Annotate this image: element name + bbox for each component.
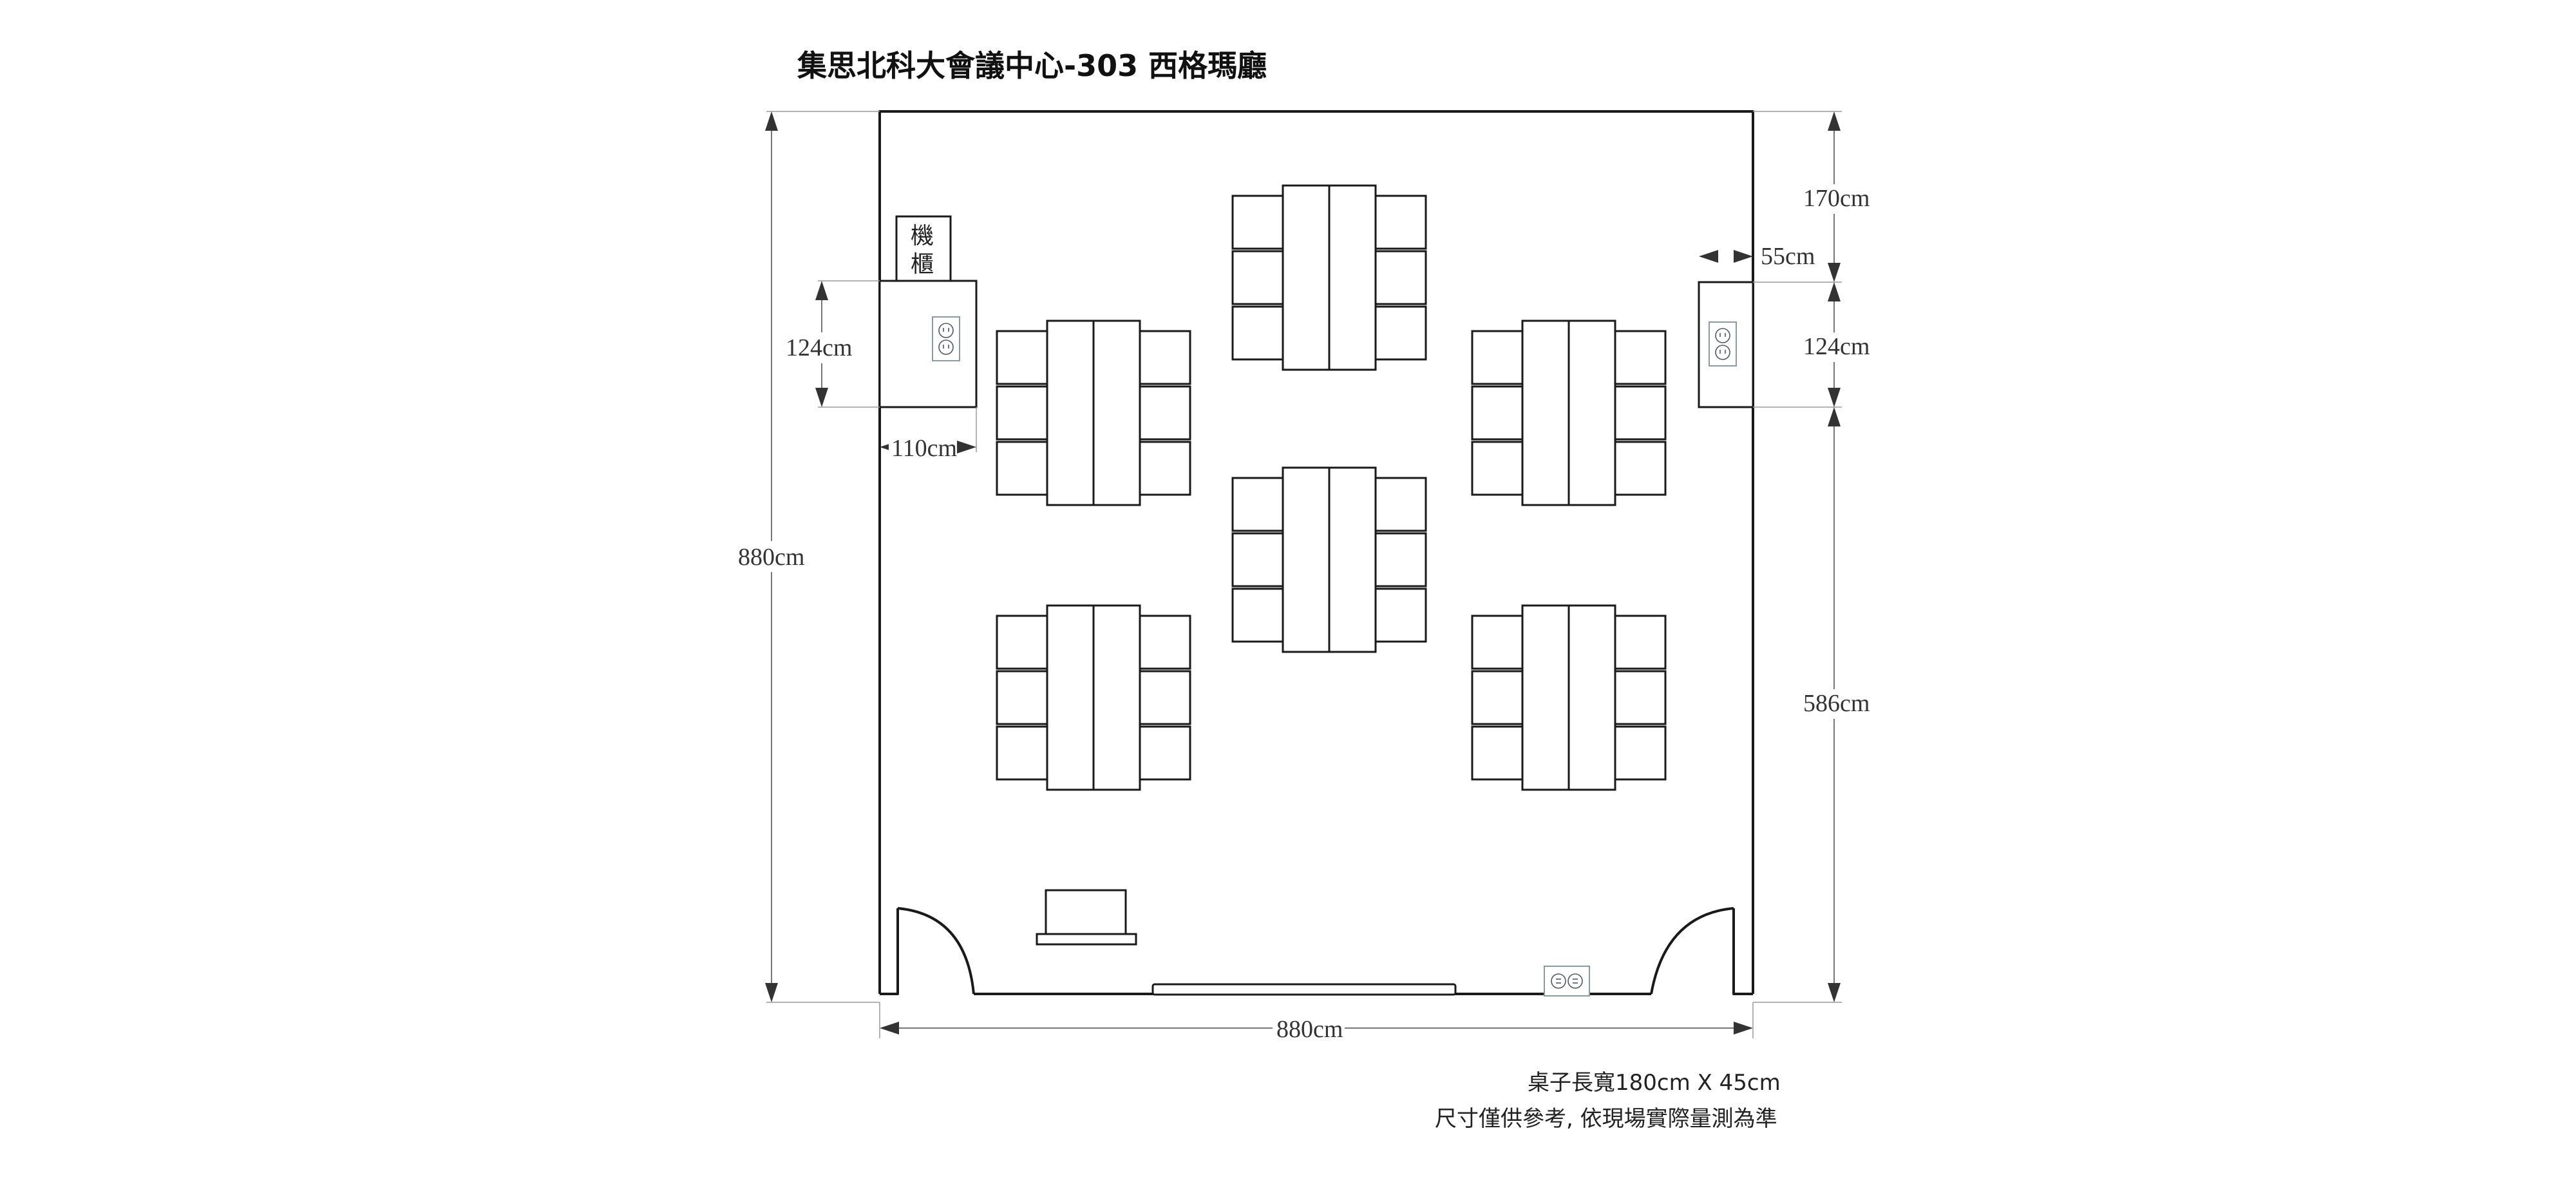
chair xyxy=(1139,670,1191,725)
table xyxy=(1092,604,1141,791)
dim-room-height: 880cm xyxy=(738,544,804,571)
table xyxy=(1521,320,1570,506)
note-table-size: 桌子長寬180cm X 45cm xyxy=(1528,1070,1781,1096)
chair xyxy=(1139,615,1191,670)
chair xyxy=(1231,587,1284,643)
bottom-wall xyxy=(880,908,1753,995)
outlet-icon xyxy=(1544,966,1590,997)
chair xyxy=(1471,725,1524,781)
table xyxy=(1328,184,1377,371)
table xyxy=(1328,466,1377,653)
chair xyxy=(1614,330,1667,385)
chair xyxy=(1231,477,1284,532)
cabinet-label-1: 機 xyxy=(911,223,934,249)
table-cluster xyxy=(996,320,1191,506)
dim-right-box-height: 124cm xyxy=(1803,333,1870,360)
chair xyxy=(1614,385,1667,441)
chair xyxy=(1374,250,1427,305)
chair xyxy=(996,441,1048,496)
table xyxy=(1567,320,1616,506)
table-cluster xyxy=(1231,466,1427,653)
table xyxy=(1282,184,1331,371)
chair xyxy=(1614,670,1667,725)
chair xyxy=(1471,670,1524,725)
dim-right-top: 170cm xyxy=(1803,185,1870,212)
dim-right-box-width: 55cm xyxy=(1761,243,1815,270)
table-cluster xyxy=(1471,604,1667,791)
podium xyxy=(1036,889,1137,946)
chair xyxy=(1471,441,1524,496)
table xyxy=(1092,320,1141,506)
chair xyxy=(1139,385,1191,441)
outlet-icon xyxy=(1709,321,1737,367)
table-cluster xyxy=(1231,184,1427,371)
chair xyxy=(1139,441,1191,496)
chair xyxy=(1139,725,1191,781)
cabinet-label-2: 櫃 xyxy=(911,251,934,278)
chair xyxy=(1471,615,1524,670)
whiteboard xyxy=(1151,983,1457,996)
table-clusters xyxy=(996,184,1667,791)
table-cluster xyxy=(996,604,1191,791)
chair xyxy=(1374,477,1427,532)
door-left xyxy=(897,907,975,995)
dim-left-box-height: 124cm xyxy=(786,334,852,361)
outlet-icon xyxy=(932,316,960,361)
room-walls xyxy=(878,110,1754,994)
chair xyxy=(996,670,1048,725)
chair xyxy=(1231,250,1284,305)
chair xyxy=(1231,305,1284,361)
chair xyxy=(1471,330,1524,385)
chair xyxy=(1231,532,1284,587)
dim-left-box-width: 110cm xyxy=(891,435,957,462)
dim-room-width: 880cm xyxy=(1276,1016,1343,1043)
chair xyxy=(1231,195,1284,250)
table-cluster xyxy=(1471,320,1667,506)
chair xyxy=(1471,385,1524,441)
chair xyxy=(996,615,1048,670)
table xyxy=(1046,320,1095,506)
left-counter xyxy=(878,280,978,408)
chair xyxy=(1374,532,1427,587)
table xyxy=(1282,466,1331,653)
chair xyxy=(996,385,1048,441)
page-title: 集思北科大會議中心-303 西格瑪廳 xyxy=(797,48,1267,83)
note-disclaimer: 尺寸僅供參考, 依現場實際量測為準 xyxy=(1435,1106,1777,1132)
chair xyxy=(1614,725,1667,781)
chair xyxy=(996,725,1048,781)
table xyxy=(1521,604,1570,791)
chair xyxy=(1374,305,1427,361)
table xyxy=(1046,604,1095,791)
chair xyxy=(1614,615,1667,670)
chair xyxy=(1139,330,1191,385)
chair xyxy=(1374,587,1427,643)
door-right xyxy=(1650,907,1734,995)
chair xyxy=(996,330,1048,385)
chair xyxy=(1614,441,1667,496)
dim-right-bottom: 586cm xyxy=(1803,690,1870,717)
table xyxy=(1567,604,1616,791)
chair xyxy=(1374,195,1427,250)
